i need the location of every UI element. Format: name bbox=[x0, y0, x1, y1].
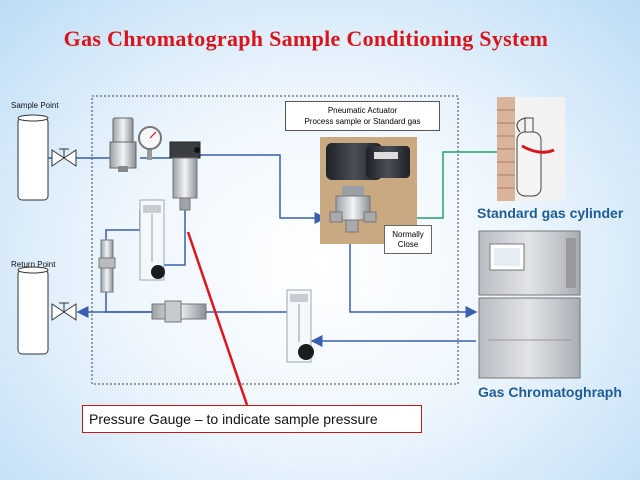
pneumatic-actuator-valve bbox=[320, 137, 417, 244]
check-valve bbox=[151, 300, 207, 323]
analyzer-rotameter bbox=[286, 289, 314, 363]
sample-point-vessel bbox=[17, 114, 49, 201]
return-point-label: Return Point bbox=[11, 260, 56, 269]
relief-valve bbox=[98, 239, 116, 293]
actuator-label-box: Pneumatic Actuator Process sample or Sta… bbox=[285, 101, 440, 131]
sample-isolation-valve bbox=[51, 148, 77, 167]
coalescing-filter bbox=[169, 141, 201, 211]
diagram-title: Gas Chromatograph Sample Conditioning Sy… bbox=[63, 26, 549, 51]
callout-pointer bbox=[186, 231, 249, 406]
sample-point-label: Sample Point bbox=[11, 101, 59, 110]
pressure-regulator bbox=[109, 117, 137, 172]
standard-gas-label: Standard gas cylinder bbox=[477, 205, 624, 221]
panel-enclosure bbox=[91, 95, 459, 385]
actuator-label-line2: Process sample or Standard gas bbox=[304, 117, 421, 126]
normally-close-line1: Normally bbox=[392, 230, 424, 239]
gas-chromatograph-unit bbox=[478, 230, 581, 379]
pressure-gauge bbox=[138, 126, 162, 160]
standard-gas-cylinder bbox=[497, 97, 565, 201]
normally-close-line2: Close bbox=[397, 240, 419, 249]
actuator-label-line1: Pneumatic Actuator bbox=[327, 106, 398, 115]
bypass-rotameter bbox=[139, 199, 165, 281]
pressure-gauge-callout: Pressure Gauge – to indicate sample pres… bbox=[82, 405, 422, 433]
normally-close-box: Normally Close bbox=[384, 225, 432, 254]
gas-chromatograph-label: Gas Chromatoghraph bbox=[478, 384, 622, 400]
return-isolation-valve bbox=[51, 302, 77, 321]
return-point-vessel bbox=[17, 266, 49, 355]
